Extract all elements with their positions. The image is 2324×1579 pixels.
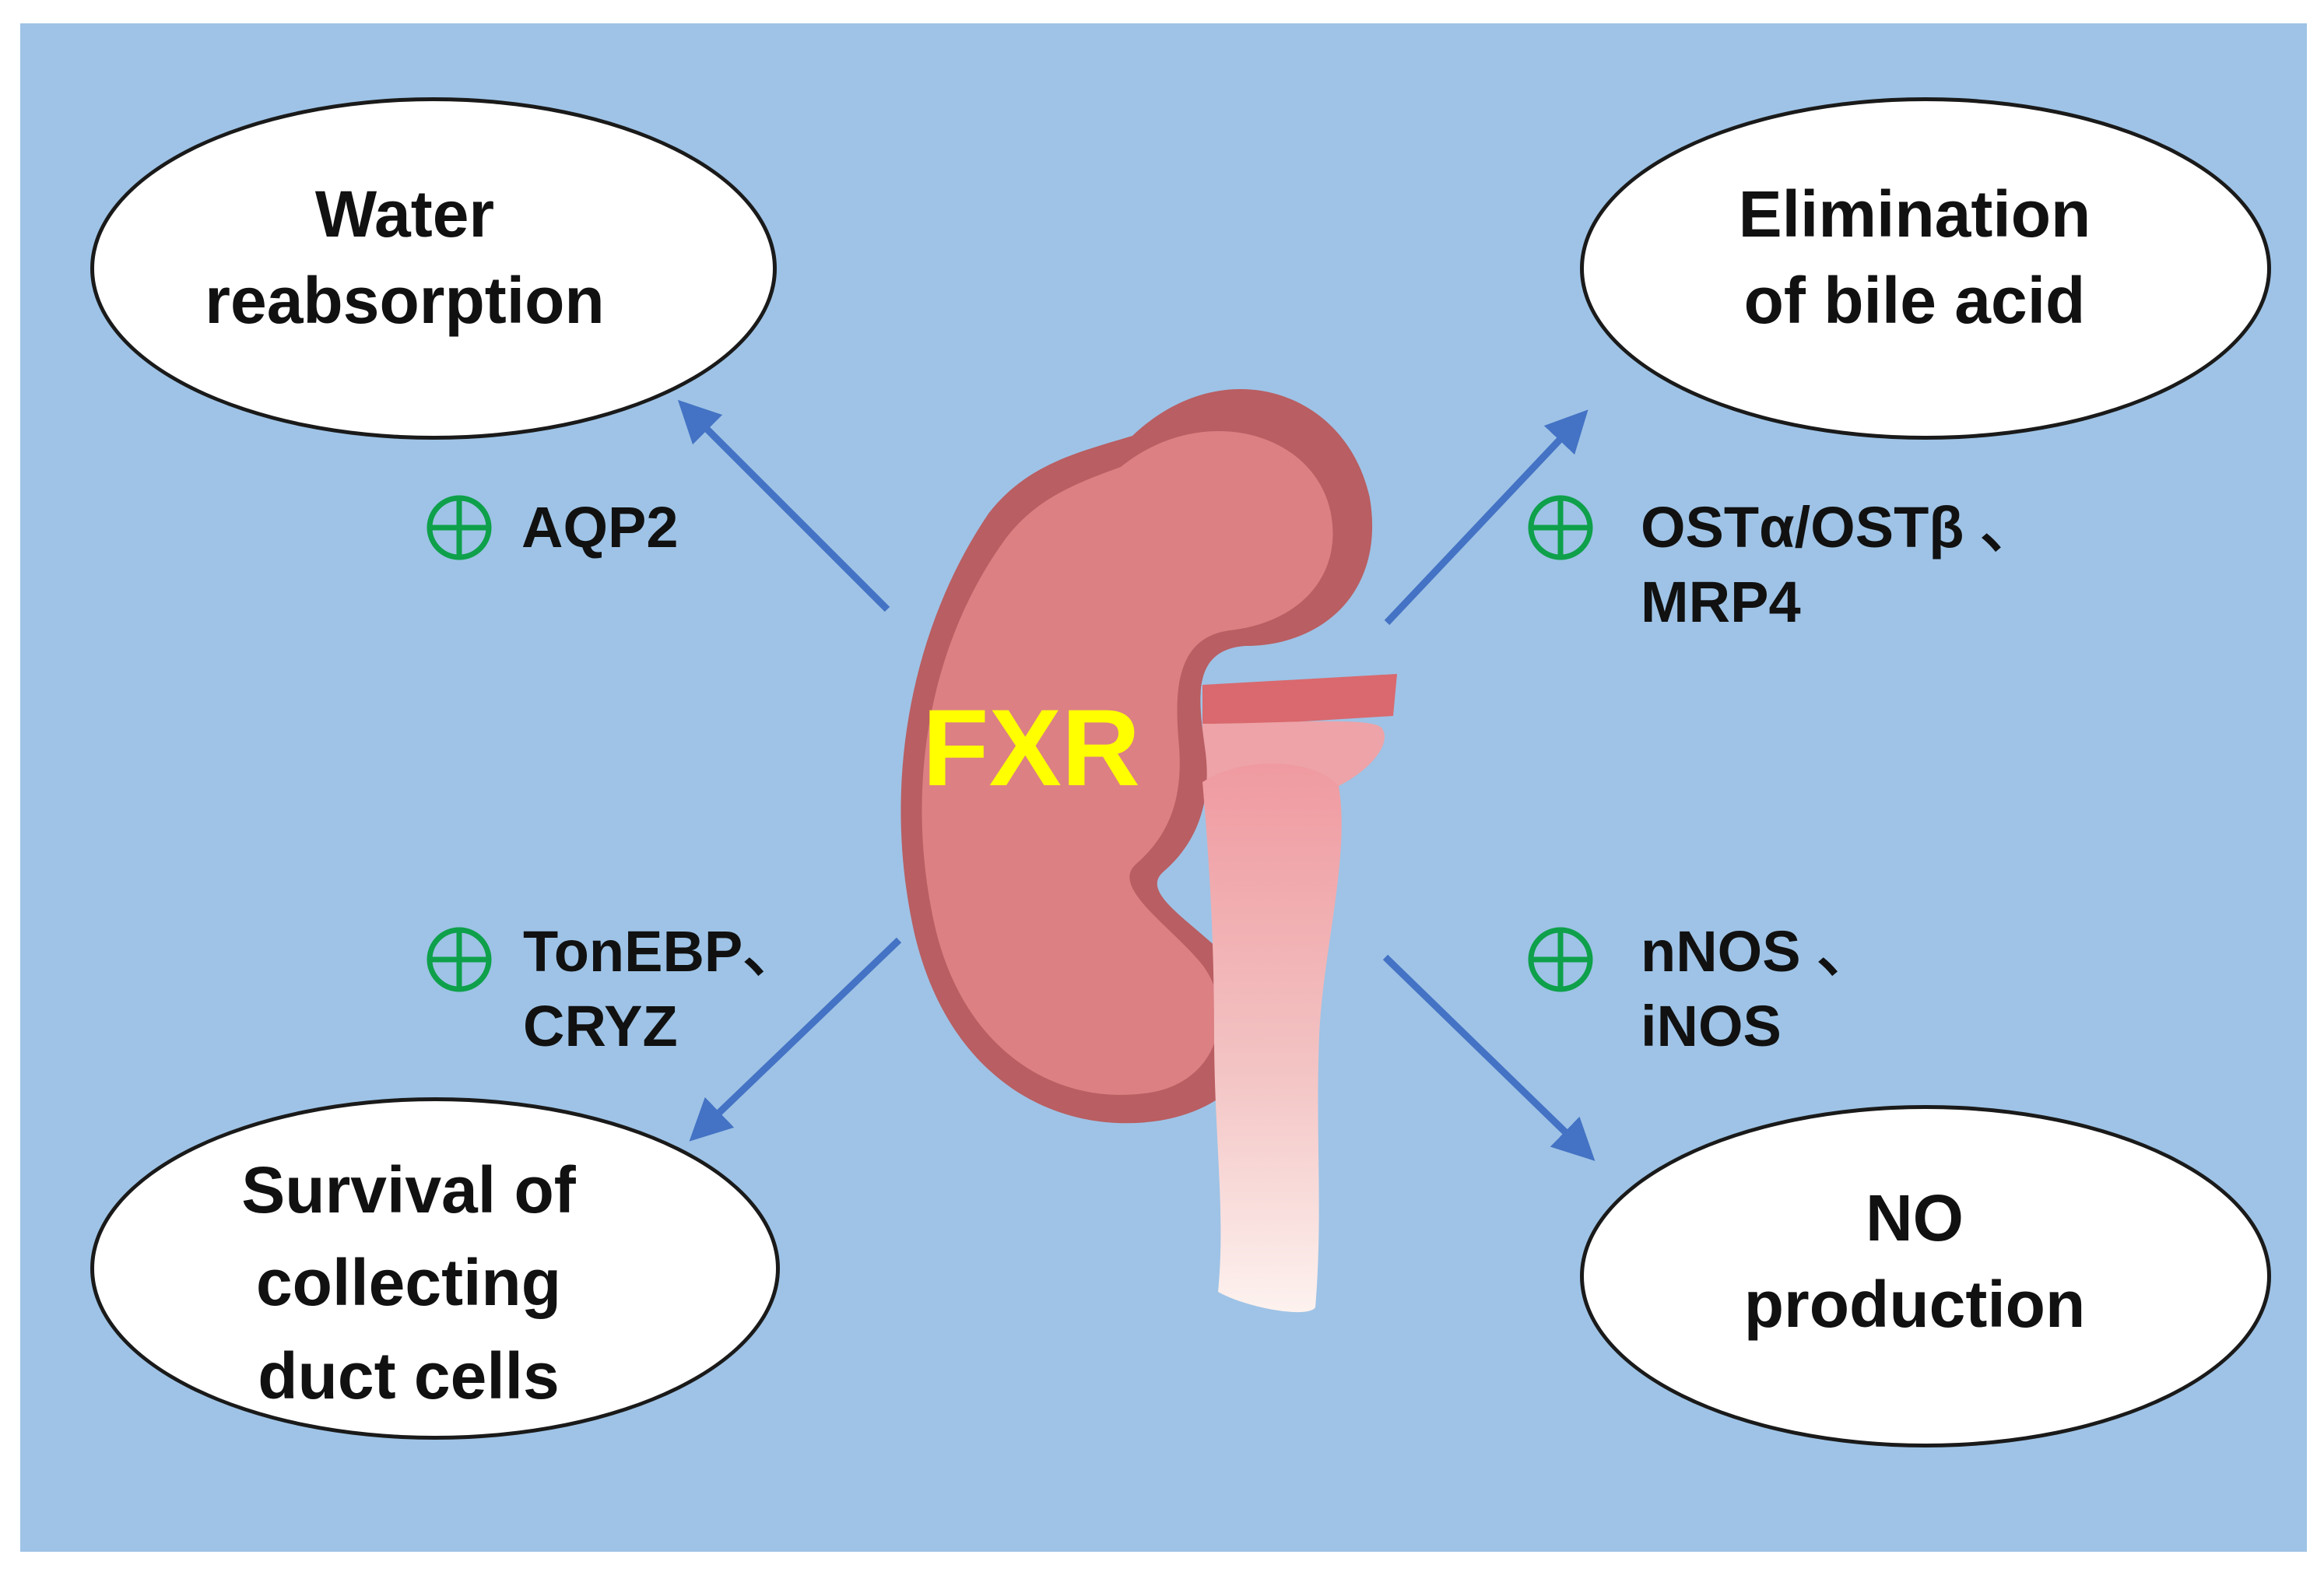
mediator-line: TonEBP、 <box>523 919 801 984</box>
arrow-to-water-reabsorption <box>677 399 890 612</box>
outcome-line: duct cells <box>258 1339 560 1412</box>
mediator-line: iNOS <box>1641 994 1782 1059</box>
outcome-line: reabsorption <box>205 263 605 337</box>
outcome-line: of bile acid <box>1743 263 2086 337</box>
fxr-label: FXR <box>922 686 1140 809</box>
outcome-line: collecting <box>255 1246 562 1320</box>
mediator-line: AQP2 <box>521 495 679 560</box>
kidney-body <box>922 430 1333 1095</box>
mediator-line: nNOS 、 <box>1641 919 1875 984</box>
arrow-to-duct-cell-survival <box>689 937 902 1142</box>
mediator-tonebp-cryz: TonEBP、 CRYZ <box>523 914 800 1064</box>
mediator-line: MRP4 <box>1641 570 1801 635</box>
arrow-to-no-production <box>1382 954 1596 1161</box>
mediator-aqp2: AQP2 <box>521 490 679 565</box>
arrow-to-bile-elimination <box>1384 409 1589 626</box>
circled-plus-icon <box>427 927 492 992</box>
mediator-line: CRYZ <box>523 994 678 1059</box>
outcome-line: Elimination <box>1738 177 2091 251</box>
ellipse-duct-cell-survival <box>90 1097 780 1440</box>
ureter <box>1202 763 1342 1313</box>
circled-plus-icon <box>1528 495 1593 560</box>
ellipse-no-production <box>1580 1105 2271 1447</box>
kidney-icon <box>900 389 1397 1313</box>
outcome-no-production: NO production <box>1673 1175 2156 1348</box>
ellipse-bile-elimination <box>1580 97 2271 440</box>
mediator-ost-mrp4: OSTα/OSTβ 、 MRP4 <box>1641 490 2038 640</box>
outcome-line: Survival of <box>241 1153 576 1226</box>
circled-plus-icon <box>1528 927 1593 992</box>
renal-vessel <box>1202 674 1397 728</box>
outcome-line: Water <box>314 177 495 251</box>
outcome-duct-cell-survival: Survival of collecting duct cells <box>179 1144 638 1423</box>
outcome-line: NO <box>1866 1181 1964 1254</box>
ellipse-water-reabsorption <box>90 97 777 440</box>
mediator-line: OSTα/OSTβ 、 <box>1641 495 2038 560</box>
outcome-bile-elimination: Elimination of bile acid <box>1658 171 2171 344</box>
circled-plus-icon <box>427 495 492 560</box>
mediator-nos: nNOS 、 iNOS <box>1641 914 1874 1064</box>
outcome-line: production <box>1743 1267 2086 1341</box>
outcome-water-reabsorption: Water reabsorption <box>156 171 654 344</box>
